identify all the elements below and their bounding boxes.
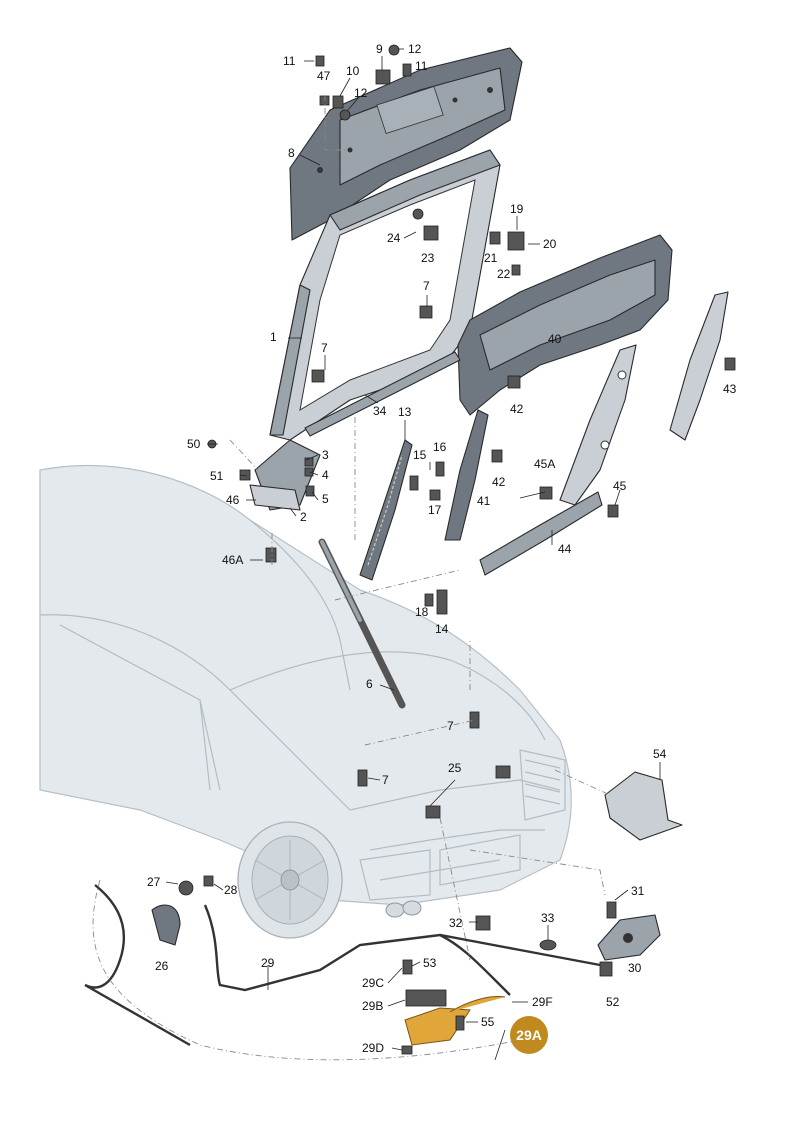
front-wheel bbox=[237, 821, 343, 939]
label-part-3: 3 bbox=[322, 448, 329, 462]
label-part-33: 33 bbox=[541, 911, 555, 925]
label-part-29B: 29B bbox=[362, 999, 383, 1013]
label-part-22: 22 bbox=[497, 267, 511, 281]
exhaust-tips bbox=[385, 900, 422, 918]
label-part-50: 50 bbox=[187, 437, 201, 451]
label-part-30: 30 bbox=[628, 961, 642, 975]
label-part-12: 12 bbox=[408, 42, 422, 56]
label-part-34: 34 bbox=[373, 404, 387, 418]
label-part-9: 9 bbox=[376, 42, 383, 56]
label-part-45A: 45A bbox=[534, 457, 555, 471]
label-part-40: 40 bbox=[548, 332, 562, 346]
label-part-13: 13 bbox=[398, 405, 412, 419]
hood-latch-part-30 bbox=[597, 914, 661, 961]
label-part-53: 53 bbox=[423, 956, 437, 970]
label-part-52: 52 bbox=[606, 995, 620, 1009]
label-leader-lines bbox=[165, 48, 661, 1061]
label-part-29C: 29C bbox=[362, 976, 384, 990]
side-trim-part-43 bbox=[669, 291, 729, 441]
label-part-19: 19 bbox=[510, 202, 524, 216]
label-part-1: 1 bbox=[270, 330, 277, 344]
label-part-29F: 29F bbox=[532, 995, 553, 1009]
bracket-part-45A bbox=[559, 344, 637, 506]
cross-bar-part-44 bbox=[479, 491, 603, 576]
label-part-7: 7 bbox=[447, 719, 454, 733]
label-part-4: 4 bbox=[322, 468, 329, 482]
label-part-32: 32 bbox=[449, 916, 463, 930]
car-body-outline bbox=[39, 465, 572, 906]
label-part-17: 17 bbox=[428, 503, 442, 517]
grille-trim-part-13 bbox=[359, 439, 413, 581]
label-part-23: 23 bbox=[421, 251, 435, 265]
label-part-2: 2 bbox=[300, 510, 307, 524]
label-part-15: 15 bbox=[413, 448, 427, 462]
label-part-20: 20 bbox=[543, 237, 557, 251]
part-labels: 11 47 9 12 10 11 12 8 19 24 23 21 20 22 … bbox=[147, 42, 737, 1055]
hood-inner-lining-part-8 bbox=[289, 47, 523, 241]
label-part-29: 29 bbox=[261, 956, 275, 970]
label-part-8: 8 bbox=[288, 146, 295, 160]
label-part-24: 24 bbox=[387, 231, 401, 245]
label-part-10: 10 bbox=[346, 64, 360, 78]
label-part-11: 11 bbox=[283, 54, 296, 68]
label-part-7: 7 bbox=[423, 279, 430, 293]
label-part-6: 6 bbox=[366, 677, 373, 691]
label-part-51: 51 bbox=[210, 469, 224, 483]
hood-hinge-part-2 bbox=[249, 439, 321, 511]
label-part-27: 27 bbox=[147, 875, 161, 889]
label-part-7: 7 bbox=[321, 341, 328, 355]
label-part-42: 42 bbox=[492, 475, 506, 489]
grille-trim-part-41 bbox=[444, 409, 489, 541]
label-part-29A: 29A bbox=[516, 1027, 542, 1043]
seal-strip-part-34 bbox=[304, 351, 461, 437]
label-part-55: 55 bbox=[481, 1015, 495, 1029]
label-part-7: 7 bbox=[382, 773, 389, 787]
label-part-26: 26 bbox=[155, 959, 169, 973]
label-part-54: 54 bbox=[653, 747, 667, 761]
label-part-47: 47 bbox=[317, 69, 331, 83]
assembly-guide-lines bbox=[92, 95, 611, 1061]
release-cables-part-29 bbox=[84, 884, 601, 1047]
label-part-21: 21 bbox=[484, 251, 498, 265]
label-part-41: 41 bbox=[477, 494, 491, 508]
label-part-5: 5 bbox=[322, 492, 329, 506]
label-part-31: 31 bbox=[631, 884, 645, 898]
sound-insulation-part-40 bbox=[457, 234, 673, 416]
label-part-42: 42 bbox=[510, 402, 524, 416]
gas-strut-part-6 bbox=[318, 538, 406, 709]
bracket-part-54 bbox=[604, 771, 683, 841]
label-part-18: 18 bbox=[415, 605, 429, 619]
label-part-45: 45 bbox=[613, 479, 627, 493]
label-part-25: 25 bbox=[448, 761, 462, 775]
release-lever-part-26 bbox=[151, 904, 181, 946]
label-part-14: 14 bbox=[435, 622, 449, 636]
label-part-29D: 29D bbox=[362, 1041, 384, 1055]
label-part-16: 16 bbox=[433, 440, 447, 454]
label-part-28: 28 bbox=[224, 883, 238, 897]
label-part-44: 44 bbox=[558, 542, 572, 556]
highlight-badge-29A: 29A bbox=[510, 1016, 548, 1054]
label-part-46: 46 bbox=[226, 493, 240, 507]
label-part-43: 43 bbox=[723, 382, 737, 396]
label-part-11: 11 bbox=[415, 59, 428, 73]
label-part-12: 12 bbox=[354, 86, 368, 100]
label-part-46A: 46A bbox=[222, 553, 243, 567]
